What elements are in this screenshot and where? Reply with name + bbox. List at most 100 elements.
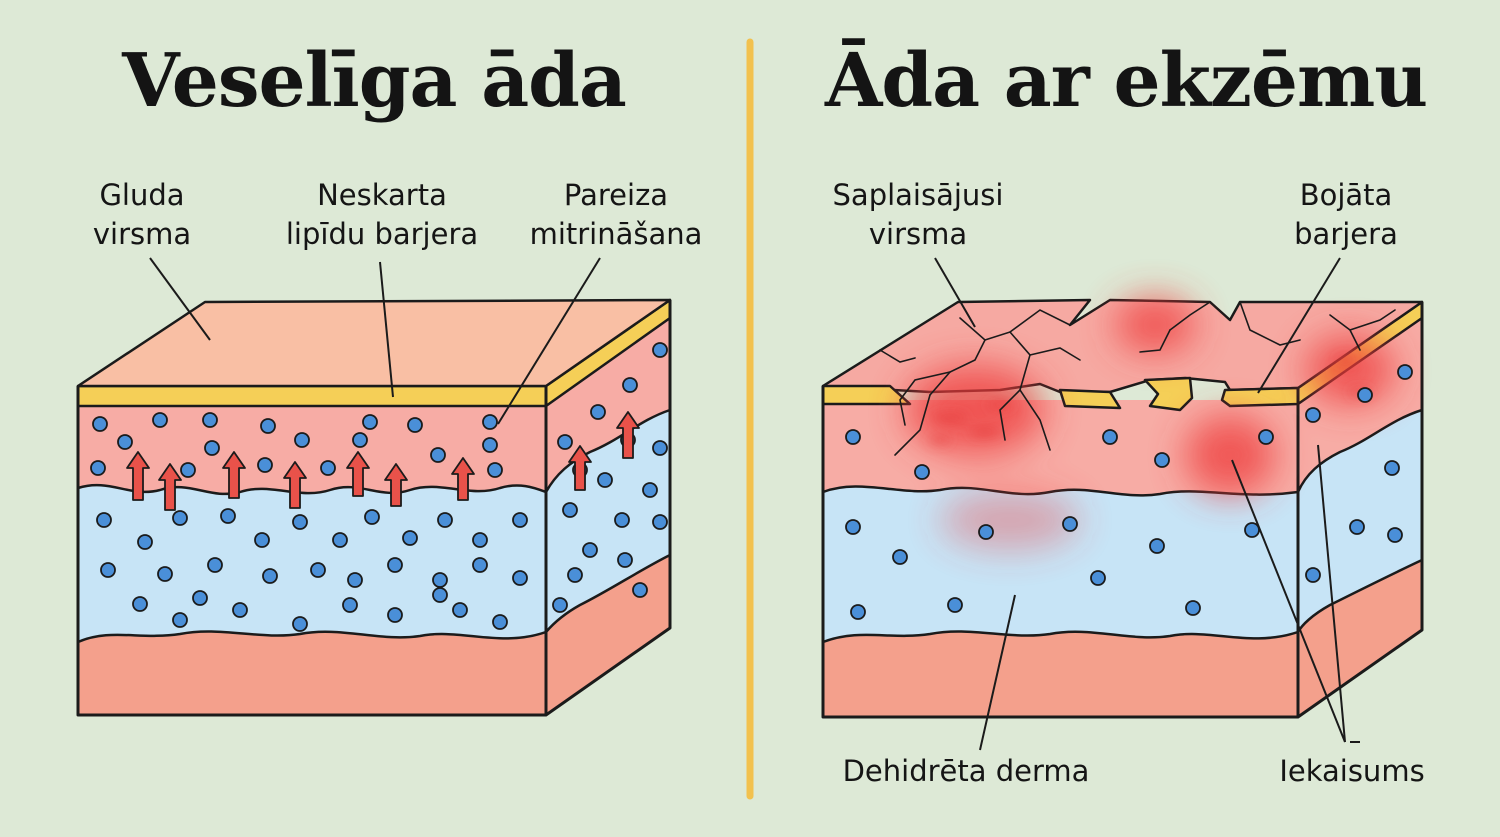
healthy-moisture-arrows <box>126 411 640 511</box>
water-droplet-icon <box>622 377 638 393</box>
water-droplet-icon <box>562 502 578 518</box>
water-droplet-icon <box>642 482 658 498</box>
label-proper-hydration: Pareiza mitrināšana <box>529 178 703 251</box>
label-smooth-surface: Gluda virsma <box>92 178 192 251</box>
water-droplet-icon <box>652 514 668 530</box>
water-droplet-icon <box>512 570 528 586</box>
water-droplet-icon <box>257 457 273 473</box>
water-droplet-icon <box>192 590 208 606</box>
water-droplet-icon <box>632 582 648 598</box>
label-inflammation: Iekaisums <box>1279 754 1425 788</box>
water-droplet-icon <box>1384 460 1400 476</box>
water-droplet-icon <box>567 567 583 583</box>
water-droplet-icon <box>407 417 423 433</box>
water-droplet-icon <box>260 418 276 434</box>
moisture-up-arrow-icon <box>283 461 307 509</box>
water-droplet-icon <box>487 462 503 478</box>
water-droplet-icon <box>364 509 380 525</box>
water-droplet-icon <box>482 414 498 430</box>
water-droplet-icon <box>430 447 446 463</box>
eczema-barrier-fragment <box>1143 376 1194 412</box>
water-droplet-icon <box>652 342 668 358</box>
water-droplet-icon <box>172 612 188 628</box>
moisture-up-arrow-icon <box>346 451 370 497</box>
moisture-up-arrow-icon <box>222 451 246 499</box>
healthy-skin-title: Veselīga āda <box>122 38 627 124</box>
water-droplet-icon <box>1258 429 1274 445</box>
moisture-up-arrow-icon <box>384 463 408 507</box>
water-droplet-icon <box>262 568 278 584</box>
water-droplet-icon <box>597 472 613 488</box>
water-droplet-icon <box>652 440 668 456</box>
water-droplet-icon <box>1154 452 1170 468</box>
water-droplet-icon <box>294 432 310 448</box>
water-droplet-icon <box>1397 364 1413 380</box>
water-droplet-icon <box>1185 600 1201 616</box>
water-droplet-icon <box>914 464 930 480</box>
water-droplet-icon <box>347 572 363 588</box>
eczema-leader-lines <box>934 257 1360 751</box>
water-droplet-icon <box>1102 429 1118 445</box>
water-droplet-icon <box>452 602 468 618</box>
water-droplet-icon <box>180 462 196 478</box>
water-droplet-icon <box>362 414 378 430</box>
water-droplet-icon <box>978 524 994 540</box>
water-droplet-icon <box>432 587 448 603</box>
water-droplet-icon <box>292 514 308 530</box>
water-droplet-icon <box>432 572 448 588</box>
water-droplet-icon <box>1357 387 1373 403</box>
label-cracked-surface: Saplaisājusi virsma <box>832 178 1004 251</box>
water-droplet-icon <box>582 542 598 558</box>
water-droplet-icon <box>132 596 148 612</box>
water-droplet-icon <box>472 532 488 548</box>
water-droplet-icon <box>1244 522 1260 538</box>
surface-cracks <box>879 301 1396 456</box>
water-droplet-icon <box>100 562 116 578</box>
moisture-up-arrow-icon <box>451 457 475 501</box>
water-droplet-icon <box>137 534 153 550</box>
water-droplet-icon <box>845 429 861 445</box>
water-droplet-icon <box>117 434 133 450</box>
water-droplet-icon <box>152 412 168 428</box>
water-droplet-icon <box>557 434 573 450</box>
water-droplet-icon <box>482 437 498 453</box>
healthy-side-epidermis <box>546 318 670 492</box>
water-droplet-icon <box>172 510 188 526</box>
water-droplet-icon <box>845 519 861 535</box>
water-droplet-icon <box>352 432 368 448</box>
water-droplet-icon <box>342 597 358 613</box>
water-droplet-icon <box>947 597 963 613</box>
water-droplet-icon <box>1349 519 1365 535</box>
water-droplet-icon <box>472 557 488 573</box>
water-droplet-icon <box>202 412 218 428</box>
water-droplet-icon <box>92 416 108 432</box>
healthy-water-dots <box>90 342 668 632</box>
water-droplet-icon <box>387 607 403 623</box>
moisture-up-arrow-icon <box>568 445 592 491</box>
water-droplet-icon <box>590 404 606 420</box>
water-droplet-icon <box>614 512 630 528</box>
water-droplet-icon <box>310 562 326 578</box>
inflammation-zones <box>905 297 1395 550</box>
water-droplet-icon <box>254 532 270 548</box>
eczema-subcutis <box>823 631 1298 717</box>
moisture-up-arrow-icon <box>158 463 182 511</box>
water-droplet-icon <box>96 512 112 528</box>
eczema-water-dots <box>845 364 1413 620</box>
healthy-leader-lines <box>149 257 601 425</box>
eczema-side-subcutis <box>1298 560 1422 717</box>
moisture-up-arrow-icon <box>616 411 640 459</box>
water-droplet-icon <box>437 512 453 528</box>
healthy-subcutis <box>78 631 546 715</box>
water-droplet-icon <box>1305 567 1321 583</box>
water-droplet-icon <box>1090 570 1106 586</box>
water-droplet-icon <box>320 460 336 476</box>
water-droplet-icon <box>492 614 508 630</box>
water-droplet-icon <box>387 557 403 573</box>
eczema-barrier-fragment <box>1220 386 1300 408</box>
water-droplet-icon <box>232 602 248 618</box>
water-droplet-icon <box>552 597 568 613</box>
label-intact-lipid-barrier: Neskarta lipīdu barjera <box>285 178 479 251</box>
label-dehydrated-dermis: Dehidrēta derma <box>842 754 1090 788</box>
